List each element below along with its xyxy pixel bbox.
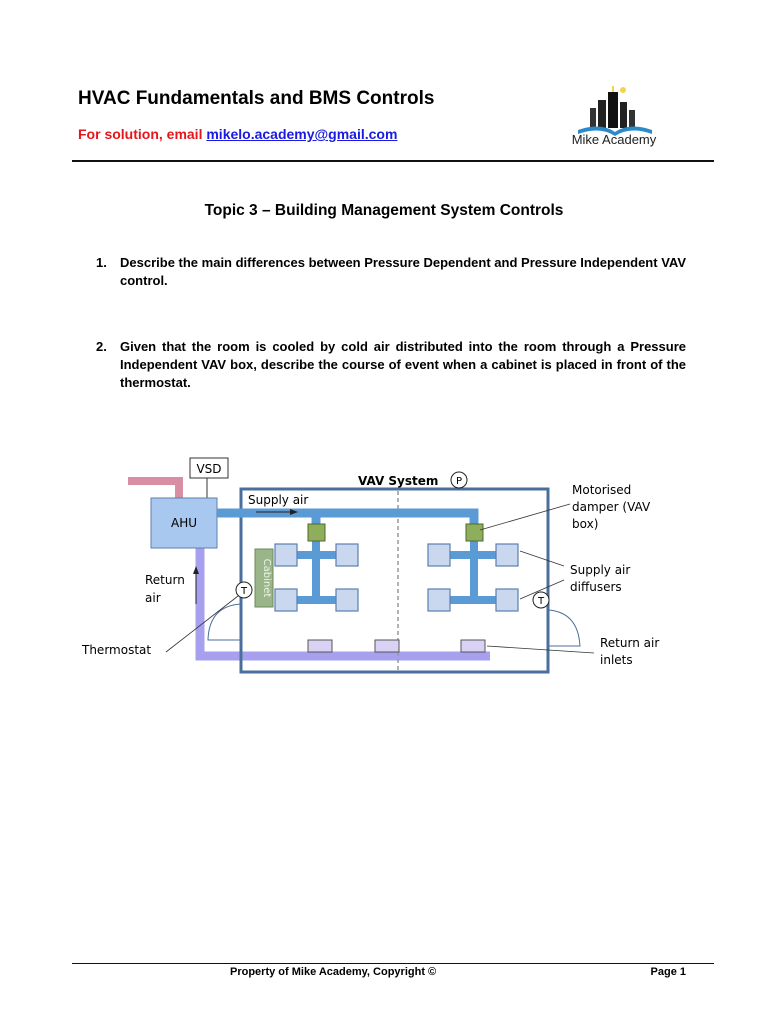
thermostat-left — [235, 581, 253, 599]
return-air-duct — [195, 546, 490, 661]
vav-damper-left — [307, 523, 326, 542]
vsd-label: VSD — [196, 462, 221, 476]
question-text: Describe the main differences between Pr… — [120, 255, 686, 288]
diffuser — [335, 543, 359, 567]
question-2: 2. Given that the room is cooled by cold… — [96, 338, 686, 392]
cabinet-label: Cabinet — [261, 559, 272, 598]
supply-diffusers-label-2: diffusers — [570, 580, 622, 594]
door-left — [207, 603, 242, 641]
vav-damper-right — [465, 523, 484, 542]
diffuser — [274, 588, 298, 612]
vav-system-diagram: VSD AHU Supply air VAV System P Cabinet … — [81, 457, 659, 674]
motorised-damper-label-3: box) — [572, 517, 598, 531]
diffuser — [427, 588, 451, 612]
topic-heading: Topic 3 – Building Management System Con… — [204, 202, 564, 219]
return-air-label: Return — [145, 573, 185, 587]
motorised-damper-label: Motorised — [572, 483, 631, 497]
vsd-box — [189, 457, 229, 479]
document-title: HVAC Fundamentals and BMS Controls — [78, 88, 435, 109]
return-air-inlet — [374, 639, 400, 653]
email-link[interactable]: mikelo.academy@gmail.com — [206, 126, 398, 142]
vav-system-label: VAV System — [358, 474, 438, 488]
door-right — [547, 609, 581, 647]
question-number: 2. — [96, 339, 107, 354]
supply-air-duct — [217, 508, 479, 524]
supply-diffusers-label: Supply air — [570, 563, 630, 577]
fresh-air-duct — [128, 477, 183, 498]
ahu-unit — [150, 497, 218, 549]
ahu-label: AHU — [171, 516, 197, 530]
footer-divider — [72, 963, 714, 964]
return-air-label-2: air — [145, 591, 161, 605]
return-inlets-label: Return air — [600, 636, 659, 650]
thermostat-label: T — [240, 586, 248, 597]
solution-contact-line: For solution, email mikelo.academy@gmail… — [78, 126, 397, 142]
return-air-inlet — [307, 639, 333, 653]
diffuser — [274, 543, 298, 567]
room-outline — [239, 487, 550, 674]
question-text: Given that the room is cooled by cold ai… — [120, 339, 686, 390]
question-number: 1. — [96, 255, 107, 270]
diffuser — [495, 543, 519, 567]
mike-academy-logo — [578, 86, 652, 136]
header-divider — [72, 160, 714, 162]
thermostat-right — [532, 591, 550, 609]
motorised-damper-label-2: damper (VAV — [572, 500, 651, 514]
return-inlets-label-2: inlets — [600, 653, 633, 667]
pressure-sensor-label: P — [456, 476, 462, 487]
diffuser — [495, 588, 519, 612]
logo-text: Mike Academy — [571, 132, 657, 147]
question-1: 1. Describe the main differences between… — [96, 254, 686, 290]
diffuser — [427, 543, 451, 567]
footer-copyright: Property of Mike Academy, Copyright © — [230, 966, 437, 978]
thermostat-callout: Thermostat — [81, 643, 151, 657]
diffuser — [335, 588, 359, 612]
page-number: Page 1 — [650, 966, 686, 978]
pressure-sensor — [450, 471, 468, 489]
solution-prefix: For solution, email — [78, 126, 207, 142]
thermostat-label: T — [537, 596, 545, 607]
supply-air-label: Supply air — [248, 493, 308, 507]
cabinet — [254, 548, 274, 608]
return-air-inlet — [460, 639, 486, 653]
